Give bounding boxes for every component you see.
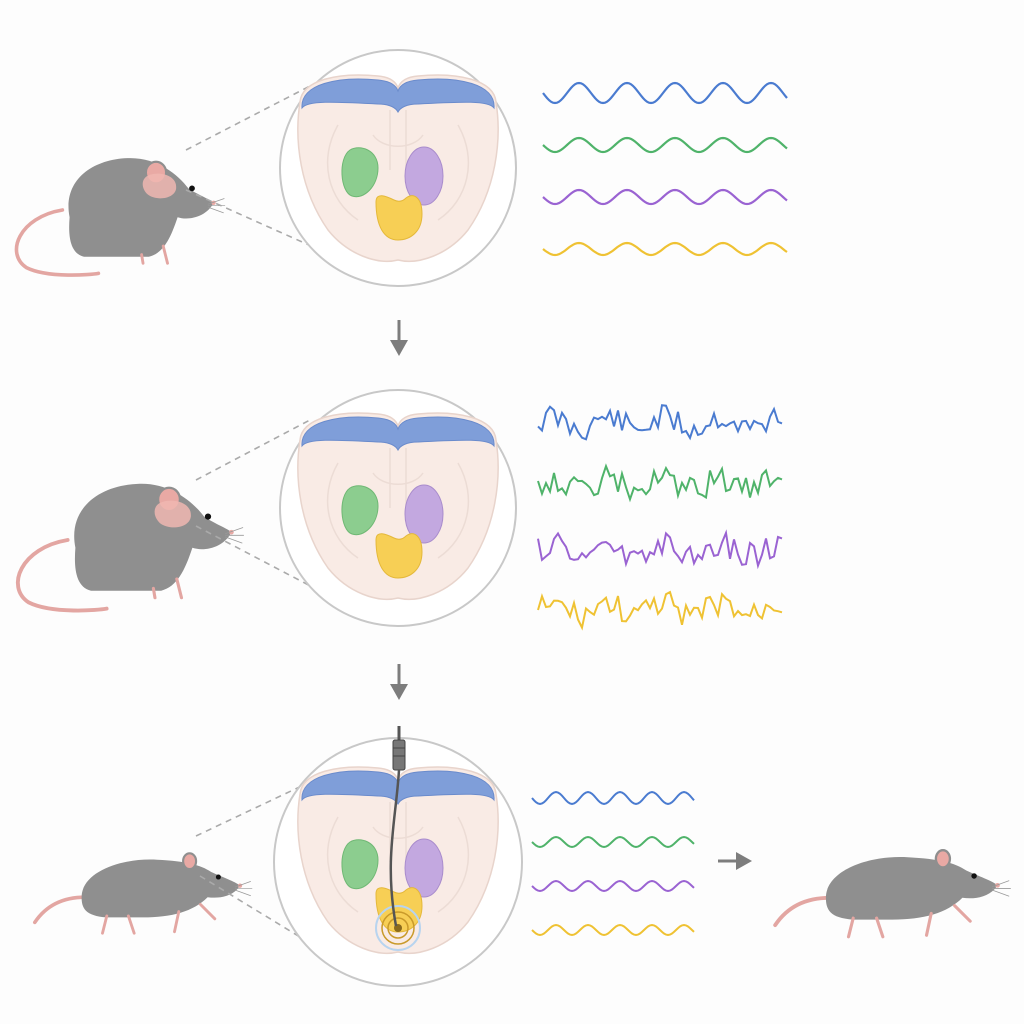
stimulation-rings (375, 905, 421, 951)
row-1-baseline (14, 49, 788, 287)
trace-purple (531, 879, 695, 893)
traces-row-1 (542, 81, 788, 257)
mouse-icon (33, 851, 255, 936)
trace-purple (537, 529, 783, 570)
mouse-icon (14, 156, 227, 277)
row-2-disordered (15, 389, 783, 631)
row-3-stimulated (33, 726, 1013, 987)
arrow-icon (718, 852, 752, 870)
trace-blue (531, 790, 695, 806)
traces-row-3 (531, 790, 695, 937)
trace-green (531, 835, 695, 849)
trace-green (537, 463, 783, 503)
trace-green (542, 136, 788, 154)
trace-purple (542, 188, 788, 206)
trace-yellow (531, 923, 695, 937)
arrow-icon (390, 664, 408, 700)
zoom-lines (195, 419, 319, 591)
trace-blue (542, 81, 788, 105)
mouse-icon (773, 848, 1013, 939)
trace-yellow (537, 590, 783, 631)
trace-blue (537, 404, 783, 441)
traces-row-2 (537, 404, 783, 631)
zoom-lines (185, 85, 321, 251)
mouse-icon (15, 481, 246, 613)
trace-yellow (542, 241, 788, 257)
arrow-icon (390, 320, 408, 356)
electrode-icon (389, 726, 406, 927)
